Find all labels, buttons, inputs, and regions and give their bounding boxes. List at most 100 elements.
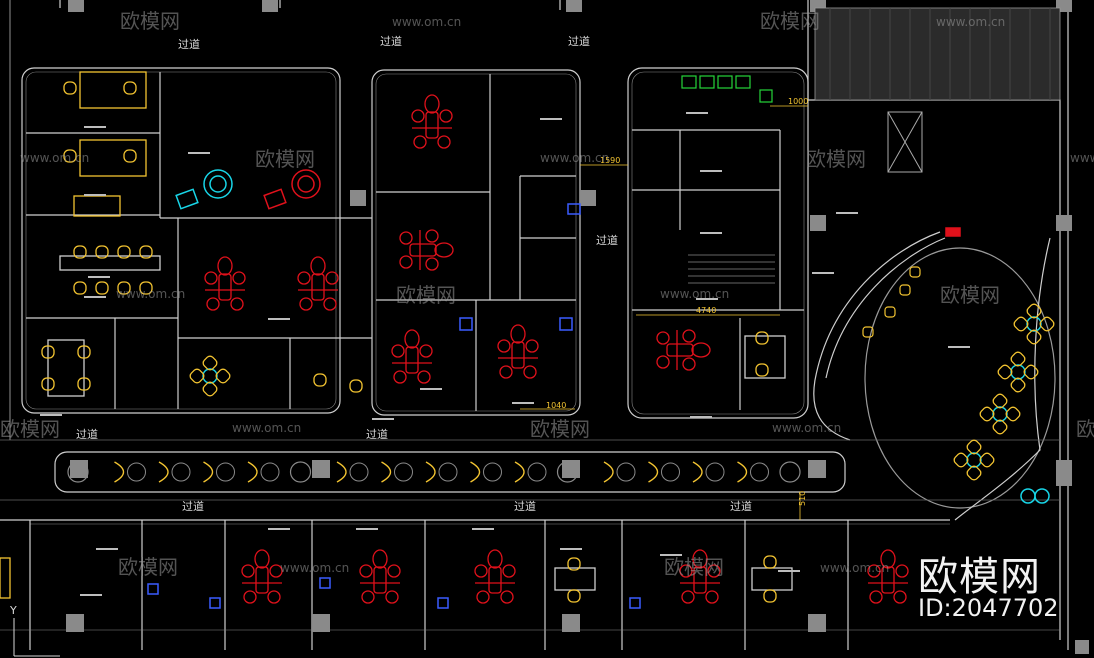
watermark-logo: 欧模网: [530, 417, 590, 441]
chair-stool: [893, 590, 907, 604]
watermark-logo: 欧模网: [255, 147, 315, 171]
bench-round-seat: [289, 461, 312, 483]
room-tag: [84, 296, 106, 298]
watermark-url: www.om.cn: [20, 151, 89, 165]
bench-chair: [158, 461, 169, 483]
bench-chair: [648, 461, 659, 483]
office-chair: [755, 363, 769, 377]
chair-lamp: [359, 564, 373, 578]
room-tag: [88, 276, 110, 278]
chair-stool: [393, 370, 407, 384]
watermark-logo: 欧模网: [118, 555, 178, 579]
chair-stool: [230, 297, 244, 311]
office-chair: [313, 373, 327, 387]
office-chair: [95, 281, 109, 295]
office-chair: [567, 557, 581, 571]
office-chair: [123, 81, 137, 95]
room-tag: [472, 528, 494, 530]
room-tag: [948, 346, 970, 348]
chair-head: [404, 329, 420, 349]
watermark-url: www.om.cn: [232, 421, 301, 435]
lounge-chair: [862, 326, 874, 338]
room-tag: [512, 402, 534, 404]
chair-lamp: [497, 339, 511, 353]
chair-body: [666, 343, 694, 357]
bench-table: [705, 462, 725, 482]
lounge-seat: [1034, 488, 1050, 504]
chair-lamp: [241, 564, 255, 578]
chair-lamp: [679, 564, 693, 578]
bench-table: [616, 462, 636, 482]
office-chair: [73, 281, 87, 295]
dental-chair-icon: [391, 329, 433, 384]
office-chair: [139, 245, 153, 259]
chair-head: [424, 94, 440, 114]
dental-chair-icon: [497, 324, 539, 379]
chair-stool: [361, 590, 375, 604]
chair-stool: [437, 135, 451, 149]
watermark-url: www.om.cn: [820, 561, 889, 575]
lounge-chair: [1023, 364, 1039, 380]
chair-stool: [399, 255, 413, 269]
chair-tray: [525, 339, 539, 353]
chair-tray: [707, 564, 721, 578]
dental-chair-icon: [679, 549, 721, 604]
bench-table: [260, 462, 280, 482]
corridor-label: 过道: [730, 499, 752, 513]
chair-tray: [419, 344, 433, 358]
chair-body: [881, 566, 895, 594]
dimension-1000: 1000: [788, 97, 808, 106]
lounge-table: [202, 368, 218, 384]
bench-chair: [692, 461, 703, 483]
chair-lamp: [474, 564, 488, 578]
chair-stool: [499, 365, 513, 379]
chair-tray: [425, 257, 439, 271]
lounge-chair: [202, 381, 218, 397]
chair-body: [511, 341, 525, 369]
bench-table: [483, 462, 502, 482]
lounge-chair: [1010, 377, 1026, 393]
chair-body: [488, 566, 502, 594]
room-tag: [560, 548, 582, 550]
lounge-chair: [1013, 316, 1029, 332]
office-chair: [95, 245, 109, 259]
brand-name: 欧模网: [918, 554, 1041, 600]
chair-stool: [656, 331, 670, 345]
chair-tray: [895, 564, 909, 578]
chair-stool: [399, 231, 413, 245]
chair-head: [217, 256, 233, 276]
room-tag: [696, 298, 718, 300]
dimension-1590: 1590: [600, 156, 620, 165]
ucs-axis-icon: Y: [9, 604, 60, 657]
dental-chair-icon: [867, 549, 909, 604]
chair-lamp: [297, 271, 311, 285]
dimension-lines: [520, 105, 808, 520]
office-chair: [567, 589, 581, 603]
chair-stool: [869, 590, 883, 604]
corridor-label: 过道: [76, 427, 98, 441]
room-tag: [540, 118, 562, 120]
lounge-chair: [966, 465, 982, 481]
lounge-chair: [992, 419, 1008, 435]
bench-chair: [603, 461, 614, 483]
chair-body: [311, 273, 325, 301]
chair-stool: [681, 590, 695, 604]
corridor-labels: 过道 过道 过道 过道 过道 过道 过道 过道 过道: [76, 34, 752, 513]
room-tag: [778, 570, 800, 572]
dimension-510: 510: [798, 491, 807, 506]
room-tag: [700, 232, 722, 234]
bench-chair: [114, 461, 125, 483]
dimension-4740: 4740: [696, 306, 716, 315]
bench-chair: [514, 461, 525, 483]
bench-chair: [425, 461, 436, 483]
chair-stool: [385, 590, 399, 604]
chair-head: [487, 549, 503, 569]
dental-chair-icon: [297, 256, 339, 311]
chair-stool: [299, 297, 313, 311]
chair-stool: [206, 297, 220, 311]
room-tag: [268, 528, 290, 530]
lounge-chair: [215, 368, 231, 384]
bench-table: [127, 462, 146, 482]
watermark-logo: 欧模网: [760, 9, 820, 33]
